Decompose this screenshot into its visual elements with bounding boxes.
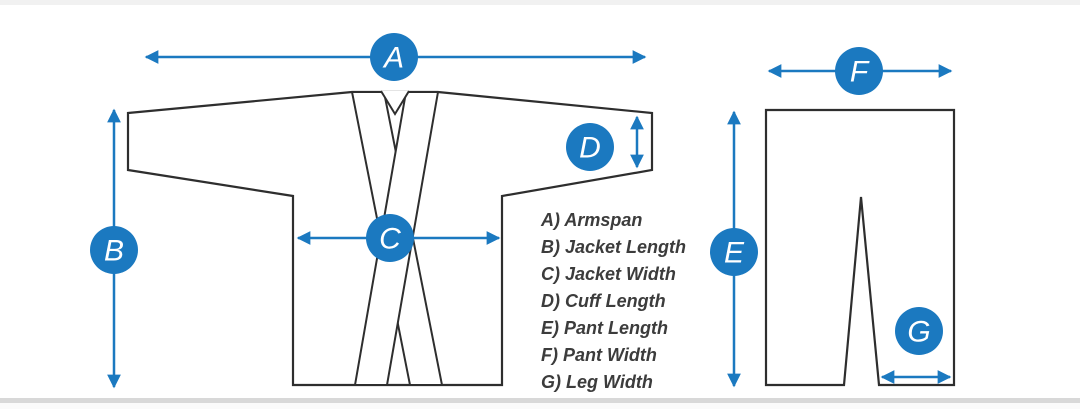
legend-item-jacket-length: B) Jacket Length	[541, 237, 687, 257]
marker-leg-width: G	[895, 307, 943, 355]
marker-armspan-circle	[370, 33, 418, 81]
marker-pant-length: E	[710, 228, 758, 276]
marker-pant-width: F	[835, 47, 883, 95]
bottom-divider	[0, 398, 1080, 403]
marker-leg-width-letter: G	[907, 316, 930, 349]
marker-pant-length-circle	[710, 228, 758, 276]
legend-item-jacket-width: C) Jacket Width	[541, 264, 676, 284]
legend-item-pant-width: F) Pant Width	[541, 345, 657, 365]
marker-cuff-length-letter: D	[579, 132, 601, 165]
marker-jacket-width-circle	[366, 214, 414, 262]
marker-pant-width-circle	[835, 47, 883, 95]
marker-jacket-width-letter: C	[379, 223, 401, 256]
measurement-legend: A) Armspan B) Jacket Length C) Jacket Wi…	[541, 207, 686, 396]
legend-item-cuff-length: D) Cuff Length	[541, 291, 666, 311]
bottom-edge-strip	[0, 403, 1080, 409]
top-edge-strip	[0, 0, 1080, 5]
marker-leg-width-circle	[895, 307, 943, 355]
legend-item-armspan: A) Armspan	[541, 210, 643, 230]
jacket-neck-opening	[380, 90, 410, 116]
marker-jacket-length-letter: B	[104, 235, 124, 268]
marker-armspan: A	[370, 33, 418, 81]
legend-item-pant-length: E) Pant Length	[541, 318, 668, 338]
marker-jacket-length-circle	[90, 226, 138, 274]
legend-item-leg-width: G) Leg Width	[541, 372, 653, 392]
marker-pant-length-letter: E	[724, 237, 745, 270]
marker-cuff-length-circle	[566, 123, 614, 171]
marker-jacket-length: B	[90, 226, 138, 274]
marker-cuff-length: D	[566, 123, 614, 171]
marker-jacket-width: C	[366, 214, 414, 262]
marker-armspan-letter: A	[382, 42, 404, 75]
marker-pant-width-letter: F	[850, 56, 870, 89]
